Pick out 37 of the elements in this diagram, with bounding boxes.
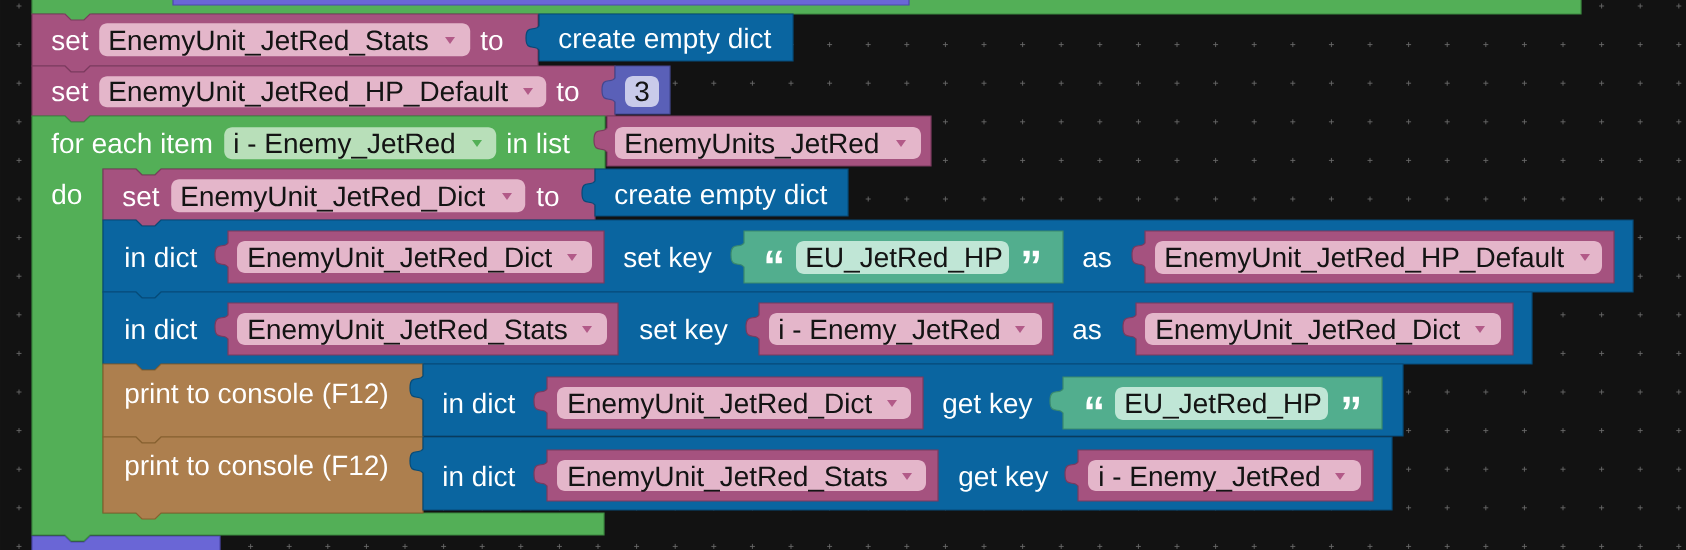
- block-label: do: [52, 183, 82, 205]
- block-label: get key: [943, 392, 1033, 419]
- block-label: set: [123, 187, 160, 207]
- string-block: “ EU_JetRed_HP ”: [1049, 376, 1383, 430]
- block-label: in dict: [126, 246, 198, 268]
- dropdown-field: EnemyUnit_JetRed_HP_Default: [99, 76, 547, 108]
- dropdown-field: EnemyUnit_JetRed_Dict: [171, 179, 526, 213]
- block-label: set: [52, 82, 89, 102]
- variable-block: i - Enemy_JetRed: [1064, 449, 1374, 502]
- block-label: as: [1073, 323, 1101, 340]
- string-block: “ EU_JetRed_HP ”: [730, 230, 1064, 284]
- variable-block: EnemyUnit_JetRed_Dict: [533, 376, 924, 430]
- block-label: as: [1083, 251, 1111, 268]
- block-label: in dict: [444, 465, 516, 487]
- block-label: set key: [624, 246, 712, 273]
- dropdown-field: EnemyUnit_JetRed_Stats: [99, 23, 471, 57]
- block-label: in dict: [444, 392, 516, 414]
- block-label: set: [52, 31, 89, 51]
- block-label: to: [556, 82, 579, 102]
- variable-block: EnemyUnit_JetRed_HP_Default: [1131, 230, 1615, 284]
- variable-block: EnemyUnit_JetRed_Dict: [1122, 302, 1514, 356]
- variable-block: EnemyUnit_JetRed_Stats: [533, 449, 939, 502]
- block-label: in dict: [126, 318, 198, 340]
- variable-block: EnemyUnit_JetRed_Stats: [214, 302, 619, 356]
- block-label: to: [480, 31, 503, 51]
- block-label: set key: [640, 318, 728, 345]
- block-label: get key: [959, 465, 1049, 492]
- create-dict-block: create empty dict: [581, 168, 849, 217]
- print-block: print to console (F12): [102, 436, 424, 520]
- dropdown-field: i - Enemy_JetRed: [224, 127, 497, 160]
- block-label: to: [536, 187, 559, 207]
- block-label: in list: [508, 132, 570, 154]
- variable-block: i - Enemy_JetRed: [745, 302, 1054, 356]
- variable-block: EnemyUnits_JetRed: [593, 115, 932, 167]
- variable-block: EnemyUnit_JetRed_Dict: [214, 230, 605, 284]
- block-label: for each item: [51, 132, 212, 154]
- create-dict-block: create empty dict: [525, 13, 794, 62]
